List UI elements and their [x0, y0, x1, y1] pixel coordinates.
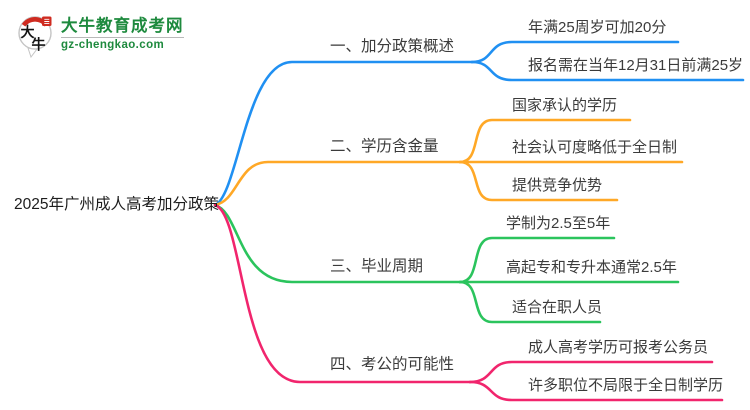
- root-topic: 2025年广州成人高考加分政策: [14, 196, 219, 213]
- branch-2-leaf-3: 提供竞争优势: [512, 177, 603, 194]
- branch-4-label: 四、考公的可能性: [330, 356, 455, 373]
- branch-3-leaf-2: 高起专和专升本通常2.5年: [506, 259, 677, 276]
- branch-1-leaf-2: 报名需在当年12月31日前满25岁: [528, 57, 744, 74]
- branch-3-lines: [213, 203, 680, 324]
- logo-char-top: 大: [21, 24, 35, 40]
- branch-4-leaf-2: 许多职位不局限于全日制学历: [528, 377, 724, 394]
- logo-red-arc: [21, 17, 49, 27]
- branch-3-label: 三、毕业周期: [330, 258, 424, 275]
- site-logo: 大 牛 大牛教育成考网 gz-chengkao.com: [15, 11, 184, 58]
- branch-3-leaf-3: 适合在职人员: [512, 299, 603, 316]
- branch-2-leaf-1: 国家承认的学历: [512, 97, 618, 114]
- branch-2-leaf-2: 社会认可度略低于全日制: [512, 139, 678, 156]
- logo-char-bottom: 牛: [32, 37, 46, 53]
- logo-title: 大牛教育成考网: [61, 17, 184, 35]
- branch-1-leaf-1: 年满25周岁可加20分: [528, 19, 667, 36]
- branch-2-lines: [213, 118, 684, 207]
- logo-badge-icon: 大 牛: [18, 16, 52, 58]
- logo-domain: gz-chengkao.com: [61, 39, 165, 51]
- branch-4-leaf-1: 成人高考学历可报考公务员: [528, 339, 709, 356]
- branch-1-label: 一、加分政策概述: [330, 38, 455, 55]
- branch-2-label: 二、学历含金量: [330, 138, 439, 155]
- branch-1-lines: [213, 40, 745, 207]
- logo-divider: [61, 37, 184, 38]
- branch-4-lines: [213, 203, 724, 402]
- branch-3-leaf-1: 学制为2.5至5年: [506, 215, 611, 232]
